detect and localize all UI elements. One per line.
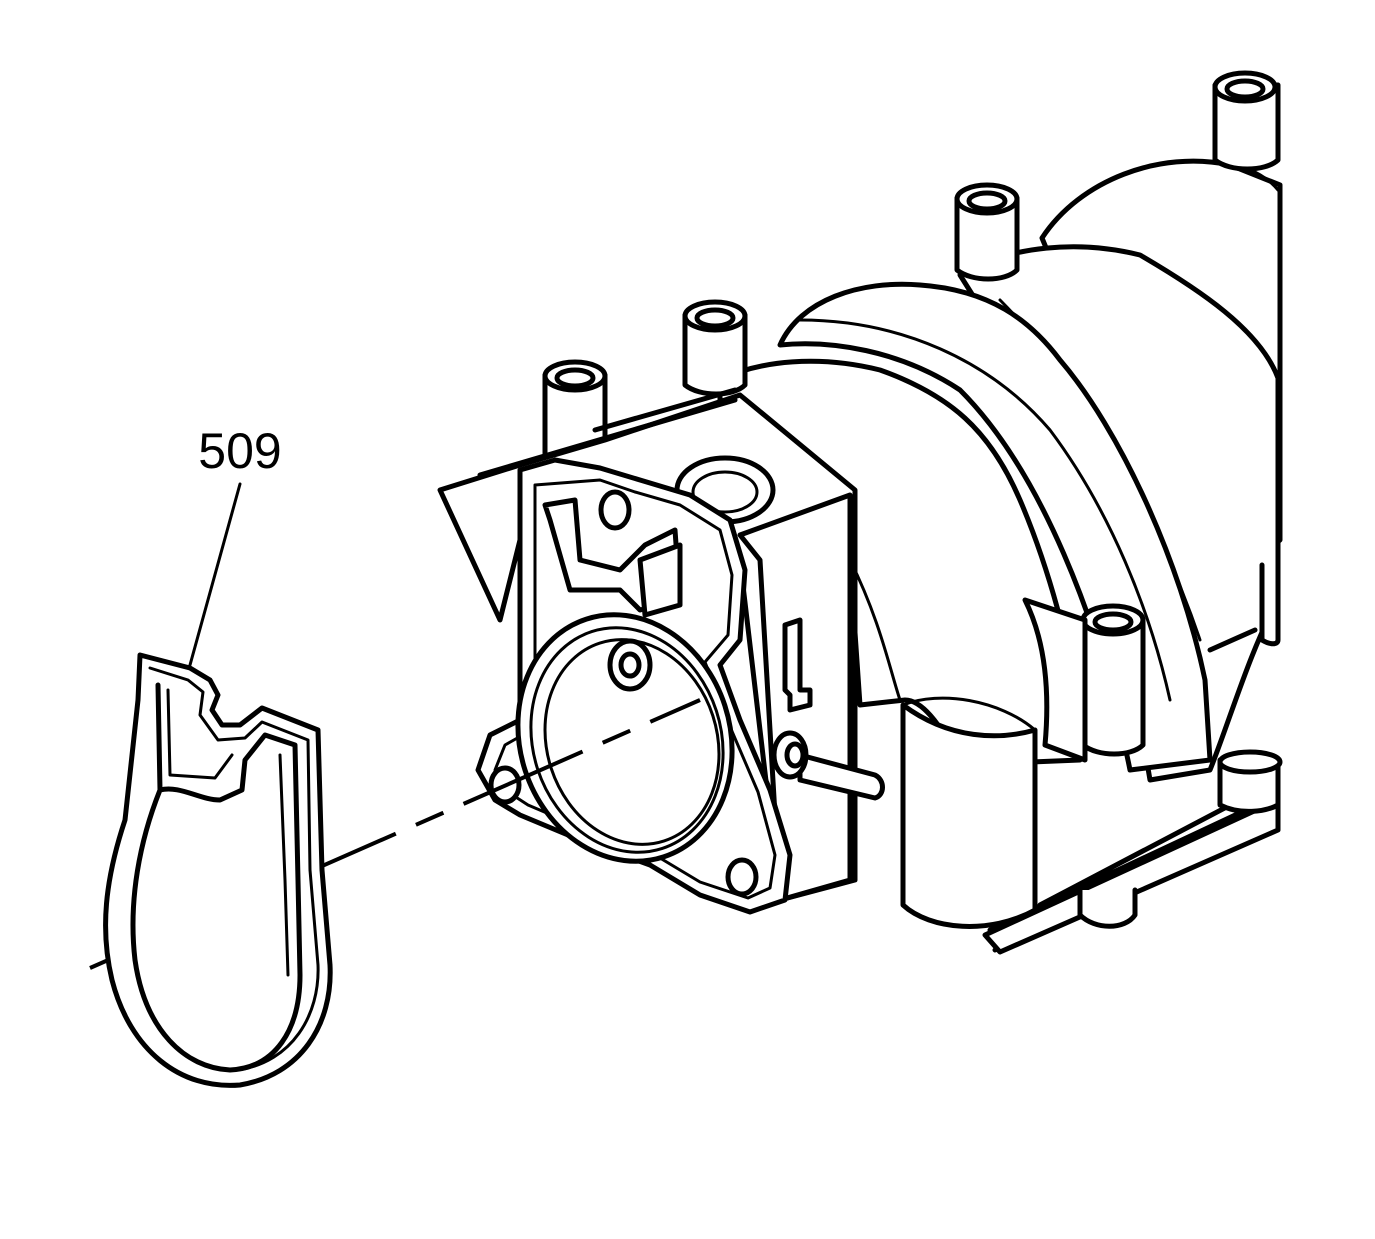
throttle-body-top-opening-inner xyxy=(691,470,759,514)
gasket-outer-inner-edge xyxy=(148,666,320,1072)
tps-slot xyxy=(782,617,813,713)
throttle-shaft-nut-inner xyxy=(784,741,806,769)
throttle-bore-inner xyxy=(543,638,721,846)
manifold-lower-tube xyxy=(900,702,1038,929)
gasket-inner-opening xyxy=(130,682,303,1073)
throttle-bore-outer xyxy=(515,612,735,864)
bracket-plate xyxy=(1022,597,1088,763)
callout-leader-line xyxy=(188,482,242,667)
throttle-shaft-stud xyxy=(797,752,885,801)
manifold-boss-right-lower-top xyxy=(1217,749,1283,775)
injector-boss xyxy=(1212,70,1281,172)
throttle-body-top-edge xyxy=(477,387,738,478)
flange-boss xyxy=(637,542,683,618)
manifold-boss-right-upper xyxy=(1259,562,1281,647)
flange-bolt-hole-upper xyxy=(598,489,632,531)
flange-bolt-hole-right xyxy=(725,857,759,897)
throttle-bore-ring xyxy=(529,626,725,854)
injector-bosses xyxy=(542,70,1281,757)
throttle-shaft-hole xyxy=(618,651,642,679)
manifold-main-runner-rib xyxy=(848,558,902,702)
callout-label: 509 xyxy=(198,423,281,479)
injector-boss xyxy=(1080,603,1146,757)
throttle-body-gasket xyxy=(103,652,333,1088)
injector-boss xyxy=(682,299,748,397)
manifold-front-runner-rib xyxy=(798,318,1172,702)
throttle-body-flange-inner xyxy=(493,478,777,900)
gasket-inner-ridge xyxy=(166,688,290,977)
callout-509: 509 xyxy=(188,423,282,667)
throttle-body xyxy=(437,387,885,915)
manifold-lower-flange xyxy=(982,797,1281,955)
manifold-boss-bottom xyxy=(1077,887,1138,929)
manifold-dash-stub xyxy=(1207,627,1258,653)
injector-boss xyxy=(954,182,1020,282)
manifold-lower-tube-edge xyxy=(901,696,1037,732)
